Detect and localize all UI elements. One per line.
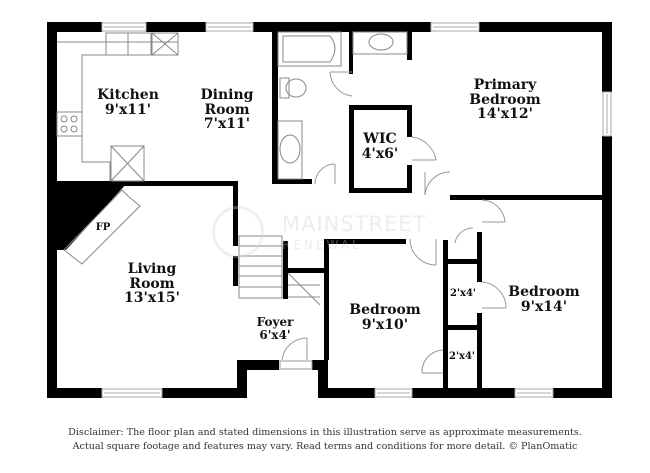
room-label-closet-2: 2'x4': [448, 351, 476, 362]
range-icon: [56, 111, 83, 137]
windows: [101, 22, 612, 398]
disclaimer-line-1: Disclaimer: The floor plan and stated di…: [68, 427, 582, 438]
fridge-icon: [110, 145, 145, 182]
fixtures: [56, 31, 408, 306]
interior-walls: [57, 22, 612, 398]
room-label-fireplace: FP: [95, 222, 111, 233]
room-label-primary-bedroom: Primary Bedroom 14'x12': [469, 77, 541, 123]
room-label-wic: WIC 4'x6': [361, 131, 399, 162]
dishwasher-icon: [151, 32, 179, 56]
doors: [279, 71, 507, 374]
room-label-bedroom-3: Bedroom 9'x14': [508, 284, 580, 315]
room-label-foyer: Foyer 6'x4': [256, 315, 294, 342]
bathtub-icon: [277, 31, 342, 67]
room-label-closet-1: 2'x4': [449, 288, 477, 299]
room-label-dining: Dining Room 7'x11': [200, 87, 254, 133]
stairs-icon: [238, 235, 283, 299]
fireplace-icon: [63, 189, 141, 265]
disclaimer-line-2: Actual square footage and features may v…: [72, 441, 578, 452]
toilet-icon: [285, 78, 307, 98]
room-label-bedroom-2: Bedroom 9'x10': [349, 302, 421, 333]
room-label-kitchen: Kitchen 9'x11': [97, 87, 159, 118]
room-label-living: Living Room 13'x15': [124, 261, 180, 307]
disclaimer: Disclaimer: The floor plan and stated di…: [0, 426, 650, 454]
sink-icon: [368, 33, 394, 51]
exterior-walls: [47, 22, 612, 398]
sink-icon: [279, 134, 301, 164]
